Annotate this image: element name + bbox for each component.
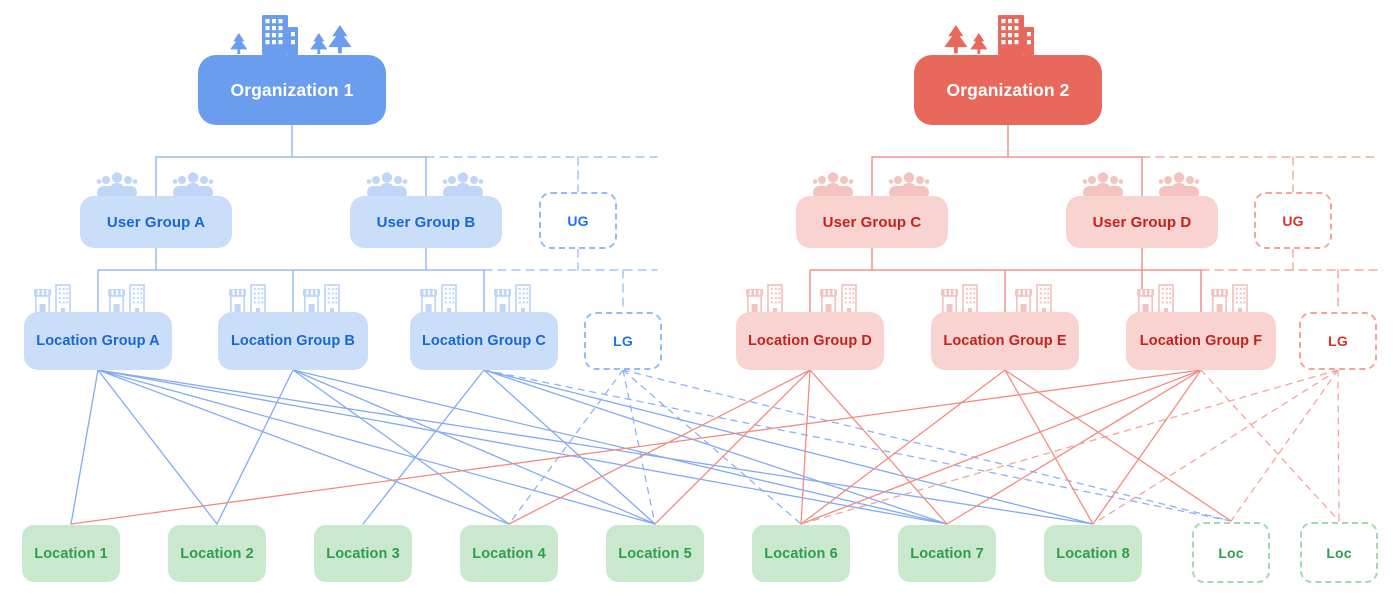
assignment-edge-lg-c-loc-8 <box>483 369 1094 525</box>
loc-ph-1-label: Loc <box>1218 544 1244 561</box>
org-2-box: Organization 2 <box>914 55 1102 125</box>
lg-c-box: Location Group C <box>410 312 558 370</box>
assignment-edge-lg-e-loc-6 <box>800 369 1006 525</box>
ug-d-label: User Group D <box>1092 213 1192 231</box>
loc-4-label: Location 4 <box>472 545 546 562</box>
assignment-edge-lg-ph-blue-loc-4 <box>508 369 624 525</box>
ug-a-box: User Group A <box>80 196 232 248</box>
assignment-edge-lg-a-loc-8 <box>97 369 1094 525</box>
assignment-edge-lg-d-loc-5 <box>654 369 811 525</box>
loc-2-box: Location 2 <box>168 525 266 582</box>
lg-b-label: Location Group B <box>230 333 356 349</box>
lg-d-box: Location Group D <box>736 312 884 370</box>
assignment-edge-lg-e-loc-8 <box>1004 369 1094 525</box>
assignment-edge-lg-c-loc-5 <box>483 369 656 525</box>
ug-ph-red-label: UG <box>1282 212 1304 229</box>
loc-6-box: Location 6 <box>752 525 850 582</box>
assignment-edge-lg-a-loc-4 <box>97 369 510 525</box>
lg-f-label: Location Group F <box>1139 333 1263 349</box>
lg-b-box: Location Group B <box>218 312 368 370</box>
ug-c-box: User Group C <box>796 196 948 248</box>
assignment-edge-lg-d-loc-6 <box>800 369 811 525</box>
lg-a-label: Location Group A <box>36 333 160 349</box>
assignment-edge-lg-c-loc-3 <box>362 369 485 525</box>
org-1-box: Organization 1 <box>198 55 386 125</box>
loc-3-label: Location 3 <box>326 545 400 562</box>
assignment-edge-lg-a-loc-2 <box>97 369 218 525</box>
assignment-edge-lg-c-loc-7 <box>483 369 948 525</box>
ug-b-box: User Group B <box>350 196 502 248</box>
org-1-label: Organization 1 <box>230 79 354 100</box>
ug-a-label: User Group A <box>106 213 206 231</box>
lg-c-label: Location Group C <box>421 333 547 349</box>
assignment-edge-lg-b-loc-4 <box>292 369 510 525</box>
loc-1-box: Location 1 <box>22 525 120 582</box>
assignment-edge-lg-ph-blue-loc-ph-1 <box>622 369 1232 522</box>
lg-ph-red-box: LG <box>1299 312 1377 370</box>
ug-d-box: User Group D <box>1066 196 1218 248</box>
assignment-edge-lg-a-loc-1 <box>70 369 99 525</box>
assignment-edge-lg-ph-blue-loc-6 <box>622 369 802 525</box>
ug-ph-blue-label: UG <box>567 212 589 229</box>
loc-4-box: Location 4 <box>460 525 558 582</box>
assignment-edge-lg-f-loc-6 <box>800 369 1202 525</box>
loc-2-label: Location 2 <box>180 545 254 562</box>
lg-ph-blue-box: LG <box>584 312 662 370</box>
assignment-edge-lg-b-loc-2 <box>216 369 294 525</box>
ug-b-label: User Group B <box>376 213 476 231</box>
assignment-edge-lg-e-loc-ph-1 <box>1004 369 1232 522</box>
assignment-edge-lg-f-loc-ph-2 <box>1200 369 1340 522</box>
lg-e-label: Location Group E <box>943 333 1067 349</box>
assignment-edge-lg-f-loc-1 <box>70 369 1202 525</box>
assignment-edge-lg-f-loc-8 <box>1092 369 1202 525</box>
loc-7-box: Location 7 <box>898 525 996 582</box>
assignment-edge-lg-d-loc-4 <box>508 369 811 525</box>
assignment-edge-lg-a-loc-7 <box>97 369 948 525</box>
assignment-edge-lg-ph-red-loc-ph-1 <box>1230 369 1339 522</box>
loc-ph-2-label: Loc <box>1326 544 1352 561</box>
lg-ph-blue-label: LG <box>613 333 633 349</box>
assignment-edge-lg-f-loc-7 <box>946 369 1202 525</box>
ug-c-label: User Group C <box>822 213 922 231</box>
lg-ph-red-label: LG <box>1328 333 1348 349</box>
assignment-edge-lg-b-loc-7 <box>292 369 948 525</box>
assignment-edge-lg-b-loc-5 <box>292 369 656 525</box>
assignment-edge-lg-ph-red-loc-8 <box>1092 369 1339 525</box>
lg-f-box: Location Group F <box>1126 312 1276 370</box>
ug-ph-blue-box: UG <box>539 192 617 249</box>
loc-7-label: Location 7 <box>910 545 984 562</box>
assignment-edge-lg-ph-red-loc-ph-2 <box>1337 369 1340 522</box>
org-2-label: Organization 2 <box>946 79 1070 100</box>
loc-8-label: Location 8 <box>1056 545 1130 562</box>
loc-8-box: Location 8 <box>1044 525 1142 582</box>
loc-5-label: Location 5 <box>618 545 692 562</box>
assignment-edge-lg-ph-red-loc-6 <box>800 369 1339 525</box>
loc-ph-1-box: Loc <box>1192 522 1270 583</box>
assignment-edge-lg-d-loc-7 <box>809 369 948 525</box>
lg-a-box: Location Group A <box>24 312 172 370</box>
loc-6-label: Location 6 <box>764 545 838 562</box>
loc-3-box: Location 3 <box>314 525 412 582</box>
lg-d-label: Location Group D <box>747 333 873 349</box>
loc-ph-2-box: Loc <box>1300 522 1378 583</box>
ug-ph-red-box: UG <box>1254 192 1332 249</box>
assignment-edge-lg-a-loc-5 <box>97 369 656 525</box>
loc-5-box: Location 5 <box>606 525 704 582</box>
lg-e-box: Location Group E <box>931 312 1079 370</box>
loc-1-label: Location 1 <box>34 545 108 562</box>
